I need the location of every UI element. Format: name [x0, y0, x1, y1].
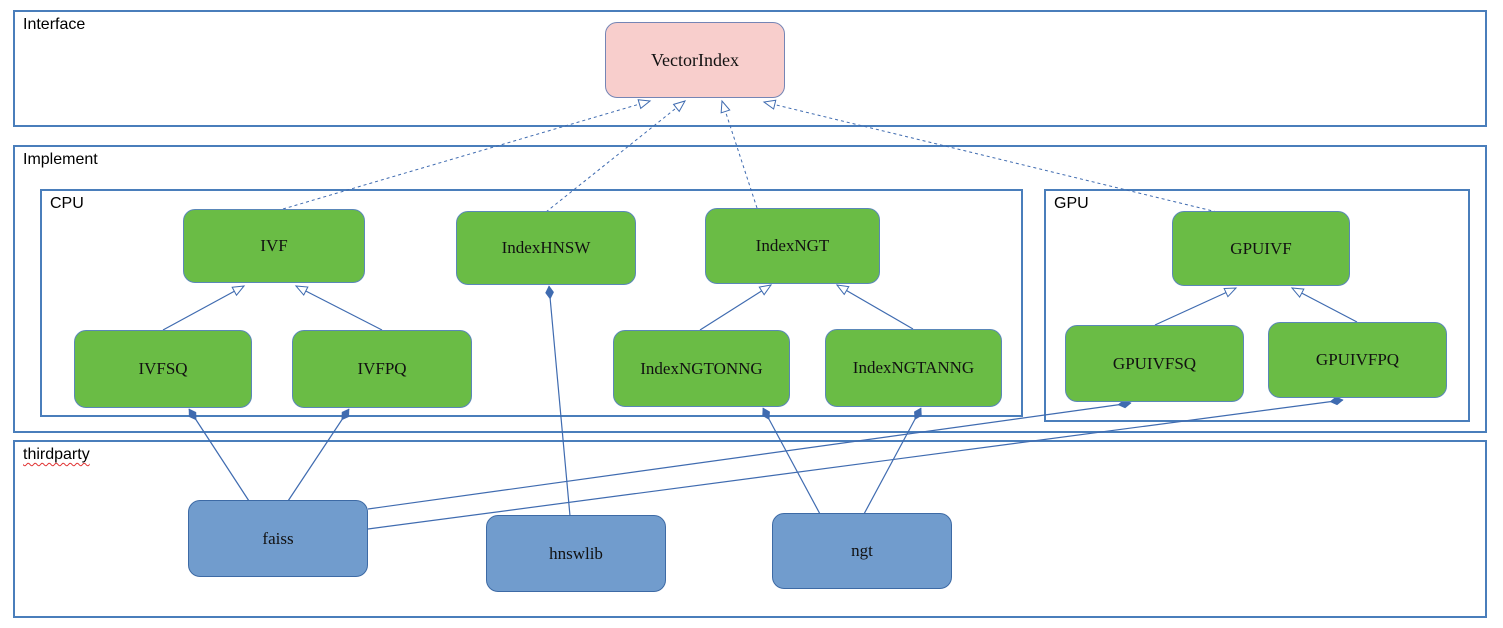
node-vectorindex[interactable]: VectorIndex — [605, 22, 785, 98]
edge-gpuivfpq-gpuivf — [1290, 287, 1358, 323]
thirdparty-label: thirdparty — [23, 446, 90, 463]
edge-ngt-indexngtonng — [762, 407, 821, 515]
node-ivfpq-label: IVFPQ — [357, 359, 407, 378]
node-indexhnsw[interactable]: IndexHNSW — [456, 211, 636, 285]
node-ivfsq[interactable]: IVFSQ — [74, 330, 252, 408]
cpu-container[interactable]: CPU — [40, 189, 1023, 417]
edge-ivf-vectorindex — [282, 99, 652, 210]
node-ngt[interactable]: ngt — [772, 513, 952, 589]
node-indexngt[interactable]: IndexNGT — [705, 208, 880, 284]
node-gpuivfpq[interactable]: GPUIVFPQ — [1268, 322, 1447, 398]
cpu-label: CPU — [50, 195, 84, 212]
edge-ivfpq-ivf — [294, 285, 383, 331]
edge-ivfsq-ivf — [162, 285, 246, 331]
node-gpuivfsq-label: GPUIVFSQ — [1112, 353, 1197, 373]
interface-label: Interface — [23, 16, 86, 33]
node-indexngtanng[interactable]: IndexNGTANNG — [825, 329, 1002, 407]
edge-hnswlib-indexhnsw — [545, 285, 571, 517]
interface-container[interactable]: Interface — [13, 10, 1487, 127]
edge-faiss-gpuivfsq — [367, 399, 1132, 510]
edge-gpuivfsq-gpuivf — [1154, 287, 1238, 326]
edge-indexngtanng-indexngt — [835, 284, 914, 330]
node-ivf[interactable]: IVF — [183, 209, 365, 283]
thirdparty-container[interactable]: thirdparty — [13, 440, 1487, 618]
implement-container[interactable]: Implement — [13, 145, 1487, 433]
node-gpuivfsq[interactable]: GPUIVFSQ — [1065, 325, 1244, 402]
node-faiss-label: faiss — [262, 528, 294, 548]
node-hnswlib-label: hnswlib — [549, 543, 603, 563]
node-gpuivf[interactable]: GPUIVF — [1172, 211, 1350, 286]
edge-ngt-indexngtanng — [863, 407, 922, 515]
node-ivfpq[interactable]: IVFPQ — [292, 330, 472, 408]
node-vectorindex-label: VectorIndex — [651, 49, 739, 70]
edge-indexhnsw-vectorindex — [545, 100, 687, 213]
node-ngt-label: ngt — [851, 541, 873, 560]
node-indexngtonng[interactable]: IndexNGTONNG — [613, 330, 790, 407]
node-faiss[interactable]: faiss — [188, 500, 368, 577]
edge-indexngtonng-indexngt — [699, 284, 773, 331]
node-ivf-label: IVF — [260, 236, 288, 255]
gpu-container[interactable]: GPU — [1044, 189, 1470, 422]
edge-indexngt-vectorindex — [720, 99, 758, 209]
edge-gpuivf-vectorindex — [762, 99, 1218, 213]
edge-faiss-ivfsq — [188, 408, 250, 502]
edge-faiss-gpuivfpq — [367, 396, 1344, 530]
node-hnswlib[interactable]: hnswlib — [486, 515, 666, 592]
node-gpuivfpq-label: GPUIVFPQ — [1315, 350, 1400, 369]
edge-faiss-ivfpq — [287, 408, 350, 502]
node-gpuivf-label: GPUIVF — [1230, 238, 1292, 258]
node-indexngt-label: IndexNGT — [755, 236, 830, 255]
gpu-label: GPU — [1054, 195, 1089, 212]
node-indexngtanng-label: IndexNGTANNG — [852, 358, 975, 377]
node-indexngtonng-label: IndexNGTONNG — [640, 358, 763, 378]
node-ivfsq-label: IVFSQ — [138, 359, 188, 378]
node-indexhnsw-label: IndexHNSW — [501, 238, 591, 257]
implement-label: Implement — [23, 151, 98, 168]
